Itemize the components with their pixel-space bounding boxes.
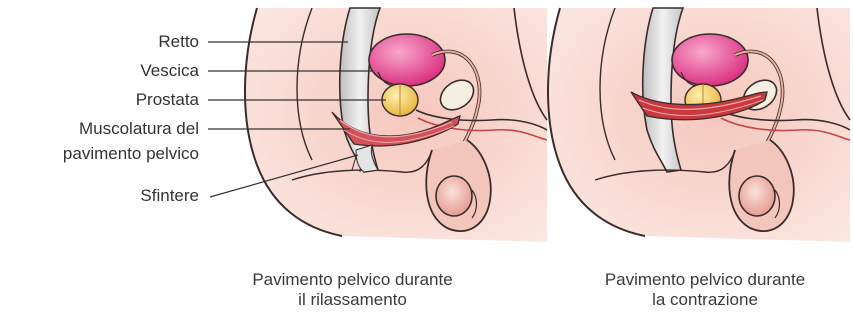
caption-contracted-line1: Pavimento pelvico durante	[562, 270, 848, 290]
caption-relaxed-line1: Pavimento pelvico durante	[210, 270, 495, 290]
label-retto: Retto	[158, 32, 199, 52]
contracted-panel	[548, 8, 850, 242]
label-muscolatura-line2: pavimento pelvico	[63, 144, 199, 164]
label-vescica: Vescica	[140, 61, 199, 81]
label-muscolatura-line1: Muscolatura del	[79, 119, 199, 139]
caption-relaxed-line2: il rilassamento	[210, 290, 495, 310]
label-prostata: Prostata	[136, 90, 199, 110]
relaxed-panel	[245, 8, 547, 242]
caption-contracted-line2: la contrazione	[562, 290, 848, 310]
caption-contracted: Pavimento pelvico durante la contrazione	[562, 270, 848, 310]
label-sfintere: Sfintere	[140, 186, 199, 206]
caption-relaxed: Pavimento pelvico durante il rilassament…	[210, 270, 495, 310]
